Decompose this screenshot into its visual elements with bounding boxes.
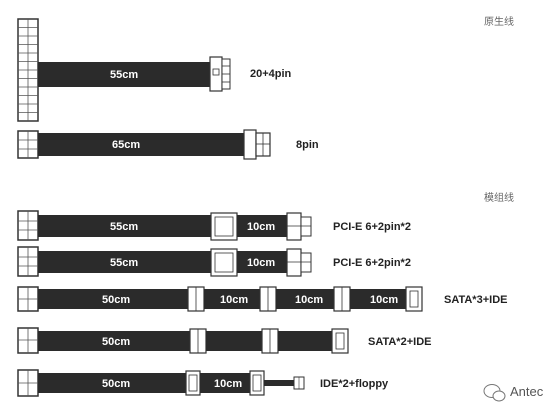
cable-3-body: [38, 215, 212, 237]
cable-7-segment-label: 10cm: [214, 378, 242, 390]
cable-5-segment-2: [276, 289, 334, 309]
cable-5-length-label: 50cm: [102, 294, 130, 306]
cable-ide2-floppy: 50cm 10cm IDE*2+floppy: [17, 369, 389, 397]
cable-3-segment: [237, 215, 287, 237]
cable-4-segment: [237, 251, 287, 273]
cable-6-connector-label: SATA*2+IDE: [368, 336, 431, 348]
cable-5-segment-1: [204, 289, 260, 309]
native-section-label: 原生线: [484, 15, 514, 28]
modular-section-label: 模组线: [484, 191, 514, 204]
cable-sata3-ide: 50cm 10cm 10cm 10cm SATA*3+IDE: [17, 286, 507, 312]
cable-5-segment-3: [350, 289, 406, 309]
ide2-connector-2: [249, 370, 265, 396]
ide-connector: [405, 286, 423, 312]
sata-connector-2: [259, 286, 277, 312]
cable-5-body: [38, 289, 188, 309]
pcie-2-connector-b: [286, 248, 312, 277]
cable-pcie-2: 55cm 10cm PCI-E 6+2pin*2: [17, 246, 411, 277]
cable-3-length-label: 55cm: [110, 221, 138, 233]
cable-7-length-label: 50cm: [102, 378, 130, 390]
cable-2-body: [38, 133, 248, 156]
sata-connector-1: [187, 286, 205, 312]
cable-7-floppy-lead: [264, 380, 294, 386]
floppy-connector: [293, 376, 305, 390]
cable-4-segment-label: 10cm: [247, 257, 275, 269]
cable-sata2-ide: 50cm SATA*2+IDE: [17, 327, 431, 354]
cable-1-body: [38, 62, 213, 87]
wechat-icon: [483, 384, 506, 402]
cable-7-connector-label: IDE*2+floppy: [320, 378, 389, 390]
atx-24pin-psu-connector: [17, 18, 39, 122]
sata3-psu-connector: [17, 286, 39, 312]
sata-connector-3: [333, 286, 351, 312]
cable-1-connector-label: 20+4pin: [250, 68, 292, 80]
cable-3-segment-label: 10cm: [247, 221, 275, 233]
cable-7-body: [38, 373, 186, 393]
pcie-1-psu-connector: [17, 210, 39, 241]
cable-4-connector-label: PCI-E 6+2pin*2: [333, 257, 411, 269]
pcie-2-connector-a: [210, 248, 238, 277]
cable-5-segment-1-label: 10cm: [220, 294, 248, 306]
pcie-1-connector-b: [286, 212, 312, 241]
cable-6-length-label: 50cm: [102, 336, 130, 348]
cable-6-body: [38, 331, 190, 351]
cable-pcie-1: 55cm 10cm PCI-E 6+2pin*2: [17, 210, 411, 241]
cable-6-segment-2: [278, 331, 332, 351]
cable-cpu-8pin: 65cm 8pin: [17, 129, 319, 160]
cable-5-segment-3-label: 10cm: [370, 294, 398, 306]
cable-2-connector-label: 8pin: [296, 139, 319, 151]
cable-5-connector-label: SATA*3+IDE: [444, 294, 507, 306]
cable-5-segment-2-label: 10cm: [295, 294, 323, 306]
sata2-psu-connector: [17, 327, 39, 354]
ide2-psu-connector: [17, 369, 39, 397]
pcie-2-psu-connector: [17, 246, 39, 277]
cable-4-body: [38, 251, 212, 273]
pcie-1-connector-a: [210, 212, 238, 241]
watermark: Antec: [483, 384, 544, 402]
cable-7-segment: [200, 373, 250, 393]
ide2-connector-1: [185, 370, 201, 396]
cable-4-length-label: 55cm: [110, 257, 138, 269]
cpu-8pin-device-connector: [243, 129, 271, 160]
watermark-text: Antec: [510, 384, 544, 399]
sata2-connector-2: [261, 328, 279, 354]
cable-3-connector-label: PCI-E 6+2pin*2: [333, 221, 411, 233]
sata2-connector-1: [189, 328, 207, 354]
cable-atx-24pin: 55cm 20+4pin: [17, 18, 292, 122]
atx-24pin-motherboard-connector: [209, 56, 231, 92]
cpu-8pin-psu-connector: [17, 130, 39, 159]
cable-2-length-label: 65cm: [112, 139, 140, 151]
sata2-ide-connector: [331, 328, 349, 354]
cable-1-length-label: 55cm: [110, 69, 138, 81]
cable-6-segment-1: [206, 331, 262, 351]
